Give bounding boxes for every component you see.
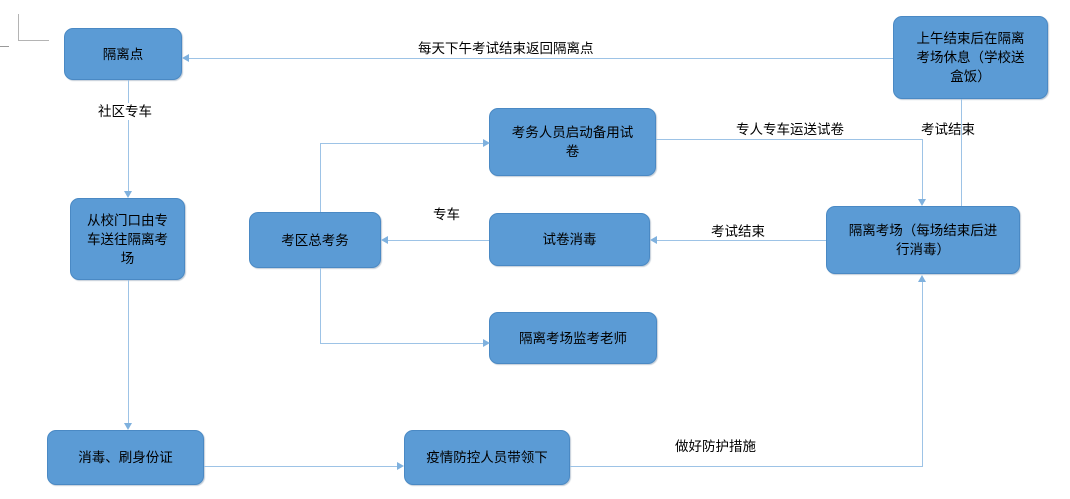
edge-return-to-isolation (186, 58, 893, 59)
node-epidemic-staff-guide[interactable]: 疫情防控人员带领下 (404, 430, 570, 485)
node-paper-disinfection[interactable]: 试卷消毒 (489, 213, 650, 266)
edge-special-vehicle (385, 240, 489, 241)
node-label: 考区总考务 (281, 232, 349, 248)
edge-to-disinfect-id-check (128, 280, 129, 423)
edge-protective-measures-arrowhead (918, 275, 926, 282)
edge-protective-measures-h (570, 466, 923, 467)
node-backup-paper[interactable]: 考务人员启动备用试 卷 (489, 108, 656, 176)
node-disinfect-id-check[interactable]: 消毒、刷身份证 (47, 430, 204, 485)
edge-to-backup-paper-v (320, 143, 321, 212)
edge-to-backup-paper-arrowhead (483, 139, 490, 147)
edge-exam-over-mid-arrowhead (650, 236, 657, 244)
node-label: 上午结束后在隔离 考场休息（学校送 盒饭） (916, 31, 1025, 84)
node-label: 试卷消毒 (542, 232, 597, 247)
node-label: 隔离考场监考老师 (519, 330, 627, 346)
node-label: 隔离点 (102, 46, 144, 62)
edge-to-invigilator-h (320, 343, 485, 344)
edge-exam-over-mid (654, 240, 826, 241)
node-morning-rest[interactable]: 上午结束后在隔离 考场休息（学校送 盒饭） (893, 16, 1048, 99)
edge-dedicated-transport-v (922, 139, 923, 200)
page-margin-crop-mark (18, 14, 49, 41)
edge-label-community-shuttle: 社区专车 (95, 103, 155, 120)
edge-community-shuttle (128, 80, 129, 191)
edge-to-disinfect-id-check-arrowhead (124, 423, 132, 430)
node-transport-to-exam[interactable]: 从校门口由专 车送往隔离考 场 (70, 198, 185, 280)
edge-community-shuttle-arrowhead (124, 191, 132, 198)
node-label: 隔离考场（每场结束后进 行消毒） (848, 223, 998, 257)
node-exam-admin-center[interactable]: 考区总考务 (249, 212, 381, 268)
edge-label-protective-measures: 做好防护措施 (672, 438, 759, 455)
node-isolation-exam-room[interactable]: 隔离考场（每场结束后进 行消毒） (826, 206, 1020, 274)
edge-label-exam-over-mid: 考试结束 (708, 223, 768, 240)
edge-label-return-to-isolation: 每天下午考试结束返回隔离点 (415, 40, 597, 57)
edge-to-invigilator-v (320, 268, 321, 343)
node-invigilator[interactable]: 隔离考场监考老师 (489, 312, 657, 364)
edge-morning-rest-trunk (961, 99, 962, 206)
edge-to-invigilator-arrowhead (483, 339, 490, 347)
node-isolation-point[interactable]: 隔离点 (64, 28, 182, 80)
page-margin-tick (0, 46, 9, 47)
node-label: 疫情防控人员带领下 (426, 450, 548, 465)
edge-label-dedicated-transport: 专人专车运送试卷 (733, 121, 847, 138)
edge-special-vehicle-arrowhead (381, 236, 388, 244)
edge-label-exam-over-top: 考试结束 (918, 121, 978, 138)
edge-return-to-isolation-arrowhead (182, 54, 189, 62)
node-label: 考务人员启动备用试 卷 (511, 125, 634, 159)
edge-protective-measures-v (922, 282, 923, 466)
node-label: 消毒、刷身份证 (78, 450, 173, 465)
edge-to-epidemic-staff-arrowhead (397, 462, 404, 470)
edge-dedicated-transport-arrowhead (918, 199, 926, 206)
edge-to-backup-paper-h (320, 143, 485, 144)
edge-dedicated-transport-h (656, 139, 922, 140)
edge-to-epidemic-staff (204, 466, 397, 467)
node-label: 从校门口由专 车送往隔离考 场 (87, 212, 168, 266)
edge-label-special-vehicle: 专车 (430, 206, 463, 223)
